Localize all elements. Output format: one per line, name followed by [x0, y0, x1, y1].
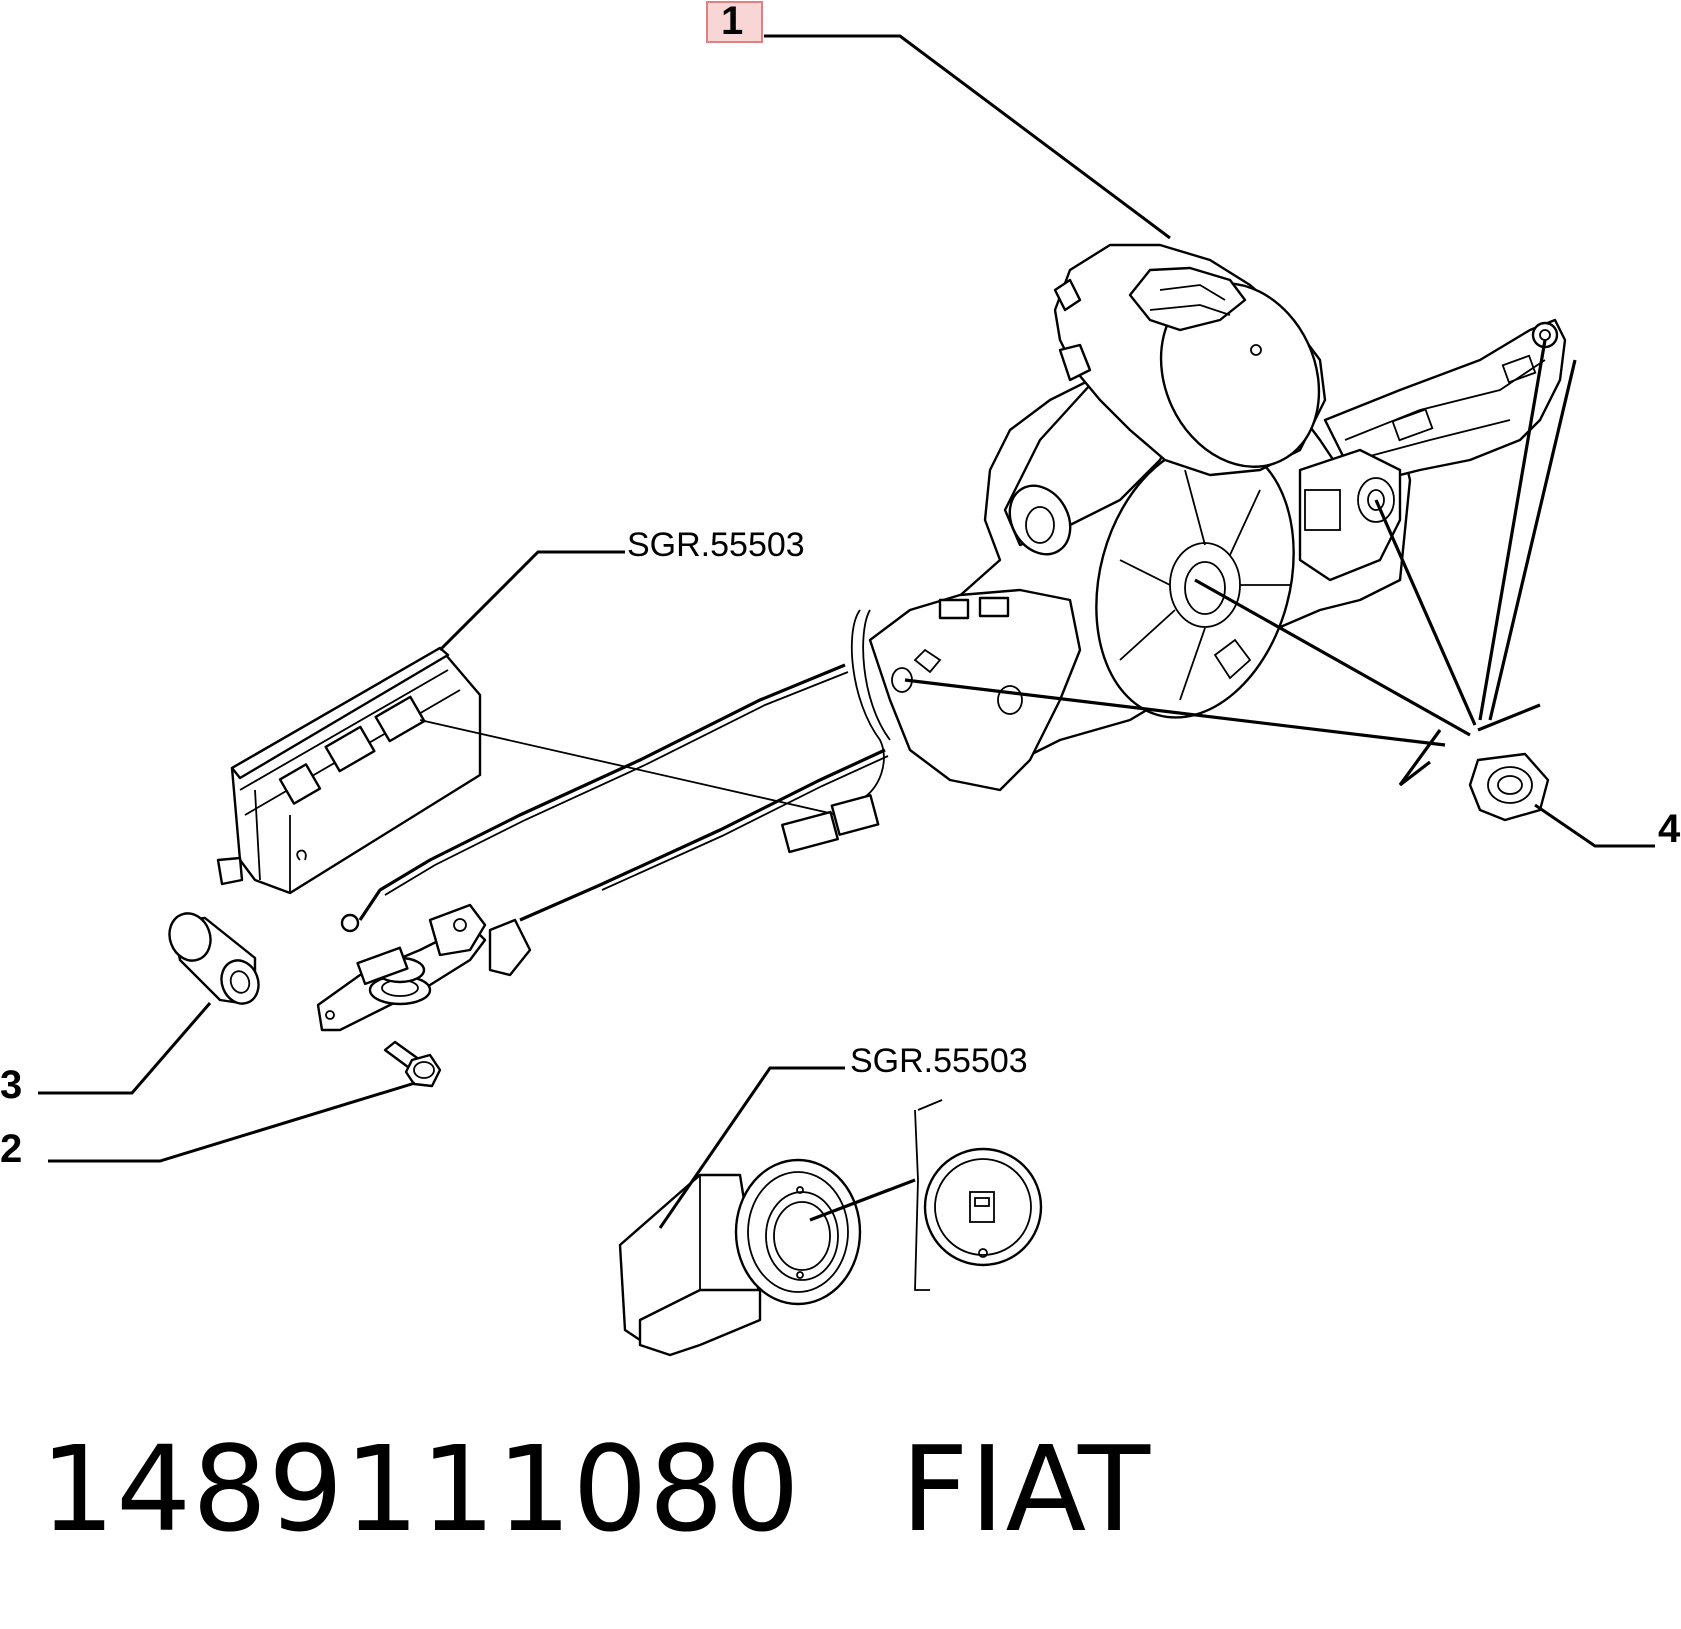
nut-part-4[interactable] — [1468, 752, 1550, 822]
callout-4-label: 4 — [1658, 807, 1681, 851]
callout-2[interactable]: 2 — [0, 1081, 416, 1171]
leader-line-1 — [764, 34, 1171, 240]
callout-1-highlight — [706, 1, 763, 43]
leader-line-sgr-upper — [438, 550, 625, 652]
callout-2-label: 2 — [0, 1127, 22, 1171]
callout-1-label: 1 — [721, 0, 743, 43]
linkage-lever[interactable] — [316, 903, 532, 1032]
wiring-harness — [340, 609, 891, 933]
callout-sgr-upper-label: SGR.55503 — [627, 526, 805, 564]
wiper-motor-assembly[interactable] — [868, 243, 1577, 792]
part-number: 1489111080 — [40, 1420, 801, 1558]
brand-name: FIAT — [900, 1420, 1152, 1558]
leader-line-4 — [1534, 803, 1655, 848]
leader-line-sgr-lower — [658, 1066, 845, 1229]
callout-sgr-lower-label: SGR.55503 — [850, 1042, 1028, 1080]
leader-line-3 — [38, 1002, 212, 1095]
control-unit[interactable] — [216, 646, 861, 895]
bushing-part-3[interactable] — [163, 908, 264, 1009]
bolt-part-2[interactable] — [383, 1040, 442, 1088]
callout-sgr-upper[interactable]: SGR.55503 — [438, 526, 805, 652]
callout-1[interactable]: 1 — [706, 0, 1171, 240]
callout-3-label: 3 — [0, 1063, 22, 1107]
callout-3[interactable]: 3 — [0, 1002, 212, 1107]
leader-line-2 — [48, 1081, 416, 1163]
callout-sgr-lower[interactable]: SGR.55503 — [658, 1042, 1028, 1229]
part-number-footer: 1489111080 FIAT — [40, 1420, 1151, 1558]
callout-4[interactable]: 4 — [1534, 803, 1681, 851]
switch-assembly[interactable] — [618, 1099, 1043, 1357]
